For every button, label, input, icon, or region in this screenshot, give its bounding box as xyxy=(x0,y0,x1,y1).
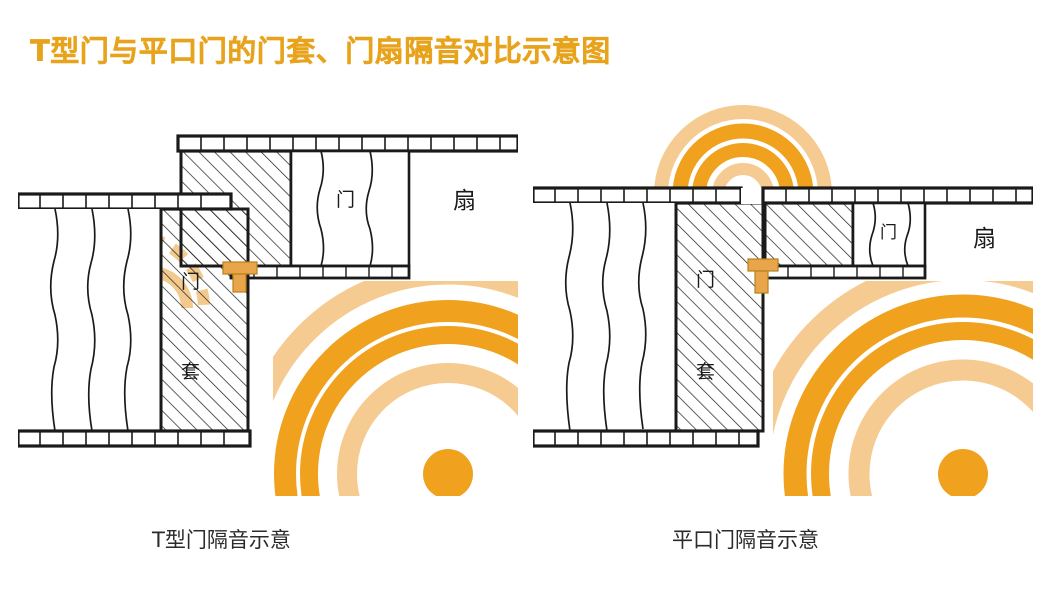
page-title: T型门与平口门的门套、门扇隔音对比示意图 xyxy=(30,34,611,68)
right-wall-band xyxy=(761,186,1033,205)
flat-mouth-door-drawing: 门 套 门 xyxy=(533,105,1033,496)
sound-wave-leak-top-right xyxy=(654,105,832,194)
label-leaf-top-left: 门 xyxy=(336,189,355,211)
lower-wall-assembly-left: 门 套 xyxy=(18,192,250,433)
caption-t-type-door: T型门隔音示意 xyxy=(152,528,291,552)
bottom-wall-band-left xyxy=(18,429,252,448)
sound-source-dot-left xyxy=(423,449,473,496)
upper-leaf-bottom-band-right xyxy=(763,264,927,280)
bottom-wall-band-right xyxy=(533,429,760,448)
sound-wave-transmitted-right xyxy=(773,281,1033,496)
flat-joint-gap xyxy=(741,188,763,204)
upper-wall-band xyxy=(176,134,518,153)
label-frame-bottom-left: 套 xyxy=(181,361,200,383)
wall-body-right xyxy=(533,202,676,432)
sound-wave-transmitted-left xyxy=(273,281,518,496)
label-leaf-top-right: 门 xyxy=(880,223,897,243)
upper-leaf-bottom-band xyxy=(229,264,411,280)
left-wall-band xyxy=(533,186,743,205)
left-wall-assembly-right: 门 套 xyxy=(533,186,765,433)
label-frame-top-right: 门 xyxy=(696,269,715,291)
upper-door-leaf: 门 xyxy=(289,149,411,268)
upper-door-leaf-right: 门 xyxy=(851,201,927,268)
upper-door-frame-block-right xyxy=(763,201,855,268)
sound-source-dot-right xyxy=(938,449,988,496)
door-seal-gasket-right xyxy=(747,258,779,294)
caption-flat-mouth-door: 平口门隔音示意 xyxy=(672,528,819,552)
door-casing-column-left: 门 套 xyxy=(159,207,250,433)
label-leaf-right-left: 扇 xyxy=(453,188,476,214)
label-frame-bottom-right: 套 xyxy=(696,361,715,383)
lower-wall-band xyxy=(18,192,233,211)
diagram-flat-mouth-door: 门 套 门 xyxy=(533,96,1033,496)
wall-body-left xyxy=(18,208,161,432)
upper-wall-assembly-right: 门 xyxy=(761,186,1033,280)
door-casing-column-right: 门 套 xyxy=(674,201,765,433)
diagram-t-type-door: 门 xyxy=(18,96,518,496)
label-frame-top-left: 门 xyxy=(181,271,200,293)
label-leaf-right-right: 扇 xyxy=(973,226,996,252)
t-type-door-drawing: 门 xyxy=(18,134,518,496)
door-seal-gasket-left xyxy=(222,261,258,293)
